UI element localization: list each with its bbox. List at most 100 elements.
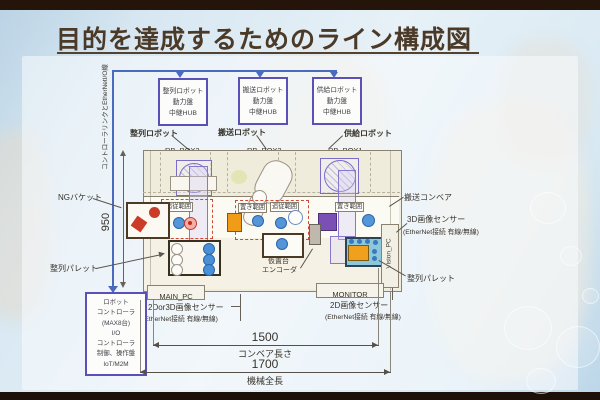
photo-bottom-bar	[0, 392, 600, 400]
dim-1700-line	[140, 372, 391, 373]
bus-arrow-down-icon	[108, 286, 118, 293]
dim-1500-text: 1500	[251, 330, 279, 344]
pallet-right-dot	[349, 239, 354, 244]
controller-box-line: (MAX8台)	[101, 319, 131, 327]
sensor-2d-label: 2D画像センサー	[330, 301, 389, 310]
hub-box-line: 中継HUB	[249, 108, 277, 116]
dim-arrow-icon	[384, 369, 390, 375]
sensor-2d3d-sub-label: (EtherNet接続 有線/無線)	[142, 316, 218, 323]
workpiece-ng-dot-core	[188, 221, 192, 225]
monitor-label: MONITOR	[332, 290, 368, 299]
bubble-graphic	[556, 326, 600, 368]
robot-label-hansou: 搬送ロボット	[218, 128, 266, 137]
ng-part-circle	[149, 207, 160, 218]
robot2-part-blob	[231, 170, 247, 184]
controller-box-line: コントローラ	[96, 340, 136, 348]
leader-arrow-icon	[158, 250, 166, 258]
pallet-left-label: 整列パレット	[50, 264, 98, 273]
connector-line	[231, 306, 240, 307]
bus-line-horizontal	[112, 70, 337, 72]
title-underline	[57, 52, 479, 54]
controller-box-line: I/O	[111, 329, 121, 337]
bubble-graphic	[530, 192, 566, 224]
bus-line-vertical	[112, 70, 114, 292]
dim-1700-label: 機械全長	[246, 376, 283, 386]
hub-box-seiretsu: 整列ロボット 動力盤 中継HUB	[158, 78, 208, 126]
vision-pc-label: Vision_PC	[385, 238, 393, 269]
pallet-right-dot	[365, 239, 370, 244]
bus-arrow-down-icon	[330, 72, 338, 78]
controller-box-line: 制御、操作盤	[96, 350, 136, 358]
dim-arrow-icon	[153, 342, 159, 348]
pallet-right-orange-part	[348, 245, 369, 261]
machine-dash-line	[295, 152, 296, 192]
workpiece-dot	[276, 238, 288, 250]
hub-box-line: 供給ロボット	[316, 86, 358, 94]
pallet-slot-empty	[171, 264, 183, 276]
encoder-label: エンコーダ	[262, 267, 297, 274]
dim-1700-text: 1700	[251, 357, 279, 371]
photo-top-bar	[0, 0, 600, 10]
robot-label-kyoukyuu: 供給ロボット	[344, 129, 392, 138]
sensor-2d-sub-label: (EtherNet接続 有線/無線)	[325, 314, 401, 321]
connector-line	[392, 288, 393, 300]
sensor-2d3d-label: 2Dor3D画像センサー	[148, 303, 224, 312]
hub-box-line: 中継HUB	[169, 109, 197, 117]
range-label-oki-1: 置き範囲	[238, 203, 268, 214]
dim-ext-line	[390, 292, 391, 373]
bus-label: コントローラリンクとEtherNetI/O線	[102, 64, 109, 170]
hub-box-line: 動力盤	[172, 98, 194, 106]
page-title: 目的を達成するためのライン構成図	[56, 26, 473, 54]
hub-box-line: 動力盤	[326, 97, 348, 105]
robot3-crossbar	[170, 176, 217, 191]
sensor-3d-sub-label: (EtherNet接続 有線/無線)	[403, 229, 479, 236]
dim-arrow-icon	[120, 282, 126, 288]
bus-arrow-down-icon	[176, 72, 184, 78]
monitor-box: MONITOR	[316, 283, 384, 299]
pallet-right-label: 整列パレット	[407, 274, 455, 283]
controller-box-line: コントローラ	[96, 309, 136, 317]
hub-box-hansou: 搬送ロボット 動力盤 中継HUB	[238, 77, 288, 125]
pallet-right-dot	[373, 240, 378, 245]
encoder-target-circle	[288, 210, 303, 225]
robot-controller-box: ロボット コントローラ (MAX8台) I/O コントローラ 制御、操作盤 Io…	[85, 292, 147, 376]
main-pc-label: MAIN_PC	[159, 292, 193, 301]
workpiece-dot	[275, 217, 287, 229]
workpiece-dot	[252, 215, 264, 227]
dim-1500-label: コンベア長さ	[237, 349, 292, 359]
robot1-circle	[324, 160, 356, 192]
dim-ext-line	[153, 300, 154, 346]
machine-dash-line	[227, 152, 228, 192]
vision-pc-tower	[381, 224, 399, 288]
hub-box-kyoukyuu: 供給ロボット 動力盤 中継HUB	[312, 77, 362, 125]
ng-bucket-box	[126, 202, 170, 239]
encoder-block	[309, 224, 321, 245]
purple-unit	[318, 213, 337, 231]
machine-inner-line	[390, 150, 391, 290]
sensor-3d-label: 3D画像センサー	[407, 215, 466, 224]
dim-ext-line	[378, 268, 379, 346]
dim-950-line	[123, 152, 124, 286]
hub-box-line: 整列ロボット	[162, 87, 204, 95]
hub-box-line: 搬送ロボット	[242, 86, 284, 94]
ng-bucket-label: NGバケット	[58, 193, 102, 202]
dim-arrow-icon	[120, 150, 126, 156]
machine-dash-line	[160, 152, 161, 192]
controller-box-line: ロボット	[103, 299, 129, 307]
range-label-tsuijuu-2: 追従範囲	[270, 202, 300, 213]
temp-stand-label: 仮置台	[268, 258, 289, 265]
range-label-oki-2: 置き範囲	[335, 202, 365, 213]
pallet-right-dot	[372, 256, 377, 261]
machine-dash-line	[370, 152, 371, 192]
workpiece-dot	[362, 214, 375, 227]
pallet-slot-filled	[203, 264, 215, 276]
pallet-right-dot	[357, 239, 362, 244]
connector-line	[240, 294, 241, 321]
bubble-graphic	[560, 246, 582, 266]
dim-arrow-icon	[140, 369, 146, 375]
robot-label-seiretsu: 整列ロボット	[130, 129, 178, 138]
main-pc-box: MAIN_PC	[147, 285, 205, 301]
hub-box-line: 中継HUB	[323, 108, 351, 116]
dim-950-text: 950	[100, 212, 112, 232]
